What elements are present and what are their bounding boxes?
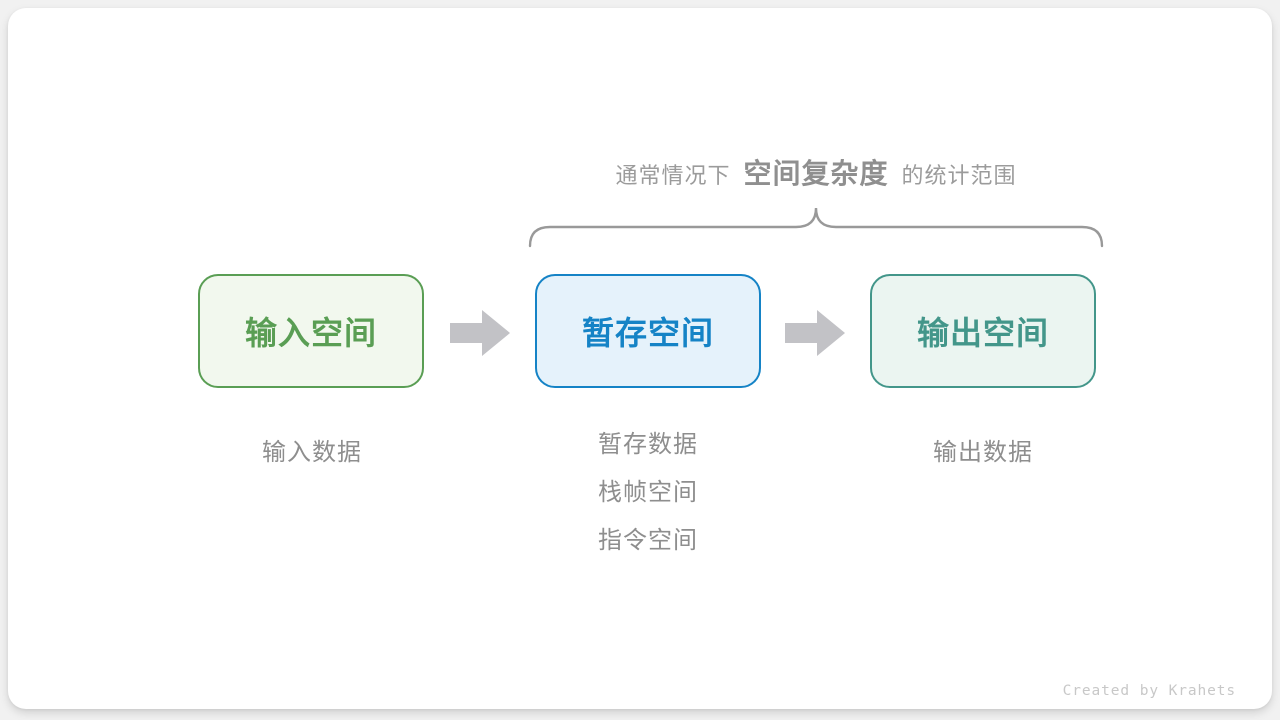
caption-prefix: 通常情况下 <box>615 163 731 188</box>
arrow-right-icon <box>450 310 510 356</box>
box-input-space-label: 输入空间 <box>244 315 377 351</box>
caption-highlight: 空间复杂度 <box>743 158 889 189</box>
temporary-space-sublabel-1: 暂存数据 <box>598 431 698 458</box>
temporary-space-sublabel-3: 指令空间 <box>598 527 698 554</box>
diagram-card: 通常情况下 空间复杂度 的统计范围 输入空间 暂存空间 输出空间 输入数据 暂存… <box>8 8 1272 709</box>
caption-suffix: 的统计范围 <box>901 163 1017 188</box>
credit-text: Created by Krahets <box>1062 683 1236 699</box>
arrow-right-icon <box>785 310 845 356</box>
brace-caption: 通常情况下 空间复杂度 的统计范围 <box>528 152 1104 192</box>
curly-brace-icon <box>528 207 1104 248</box>
box-output-space: 输出空间 <box>870 274 1096 388</box>
box-temporary-space-label: 暂存空间 <box>581 315 714 351</box>
box-input-space: 输入空间 <box>198 274 424 388</box>
output-space-sublabel: 输出数据 <box>933 439 1033 466</box>
box-output-space-label: 输出空间 <box>916 315 1049 351</box>
temporary-space-sublabels: 暂存数据 栈帧空间 指令空间 <box>535 421 761 565</box>
temporary-space-sublabel-2: 栈帧空间 <box>598 479 698 506</box>
box-temporary-space: 暂存空间 <box>535 274 761 388</box>
input-space-sublabel: 输入数据 <box>262 439 362 466</box>
